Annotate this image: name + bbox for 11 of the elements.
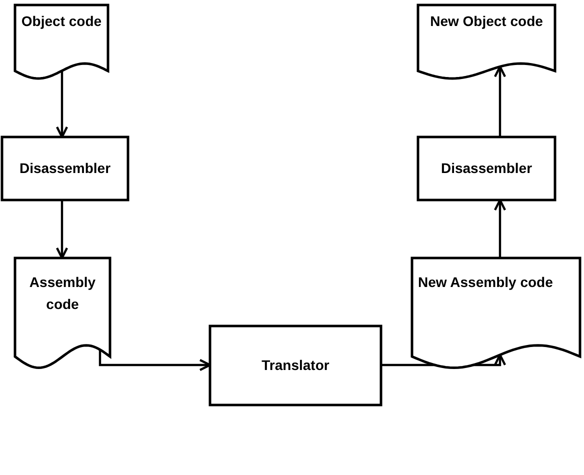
node-label: Disassembler	[18, 158, 112, 178]
arrow	[56, 200, 68, 260]
node-label: Translator	[260, 356, 330, 374]
node-label: New Object code	[429, 12, 544, 31]
node-label: New Assembly code	[418, 273, 554, 292]
arrow	[494, 66, 506, 137]
node-label: Object code	[20, 12, 103, 31]
node-label: Disassembler	[440, 158, 534, 178]
arrow	[98, 350, 212, 372]
node-label: Assembly code	[28, 273, 97, 314]
arrow	[56, 70, 68, 138]
